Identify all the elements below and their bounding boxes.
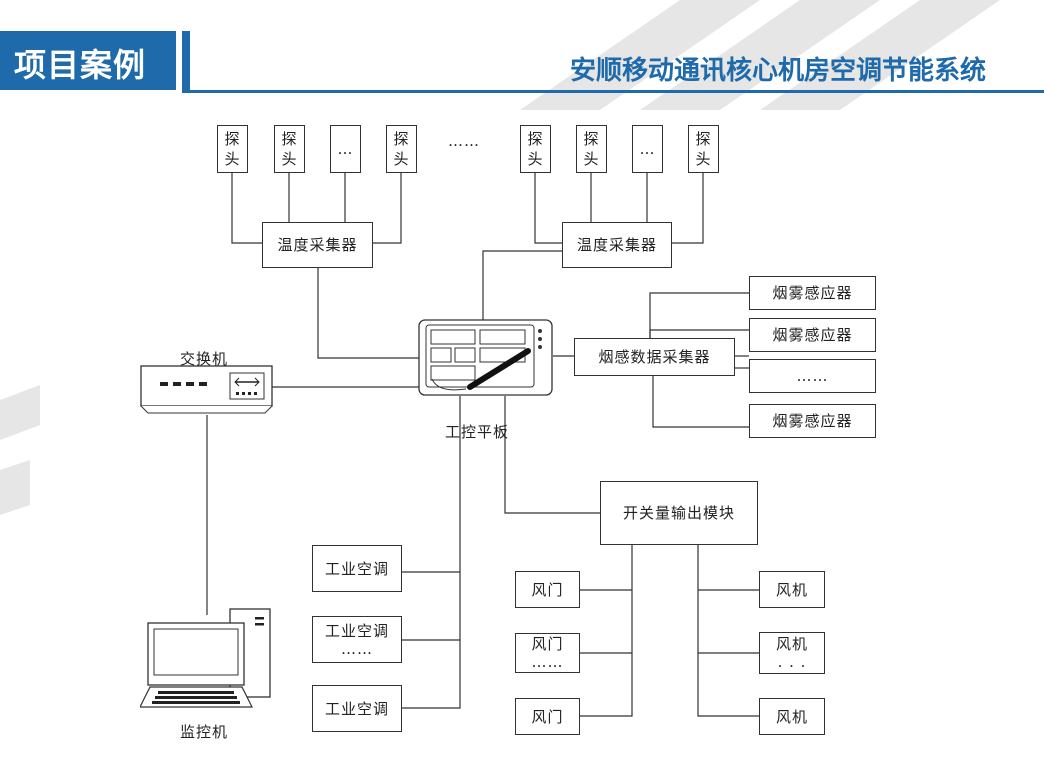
- temperature-probe: 探 头: [576, 125, 607, 173]
- smoke-sensor: 烟雾感应器: [749, 276, 876, 310]
- monitoring-computer-icon: [140, 608, 271, 708]
- industrial-tablet-icon: [418, 319, 553, 396]
- monitor-label: 监控机: [180, 723, 229, 741]
- smoke-sensor: 烟雾感应器: [749, 404, 876, 438]
- switch-label: 交换机: [180, 350, 229, 368]
- damper-more: 风门 ……: [515, 633, 580, 673]
- temperature-probe-more: …: [632, 125, 663, 173]
- tablet-label: 工控平板: [445, 423, 510, 441]
- header-underline: [182, 90, 1044, 93]
- fan-more: 风机 . . .: [759, 632, 825, 674]
- industrial-aircon-more: 工业空调 ……: [312, 616, 402, 663]
- probe-groups-ellipsis: ……: [448, 132, 480, 150]
- left-temperature-collector: 温度采集器: [262, 222, 373, 268]
- temperature-probe: 探 头: [217, 125, 248, 173]
- network-switch-icon: [140, 365, 273, 414]
- temperature-probe: 探 头: [520, 125, 551, 173]
- damper: 风门: [515, 698, 580, 735]
- industrial-aircon: 工业空调: [312, 685, 402, 732]
- fan: 风机: [759, 698, 825, 735]
- industrial-aircon: 工业空调: [312, 545, 402, 592]
- right-temperature-collector: 温度采集器: [562, 222, 672, 268]
- smoke-data-collector: 烟感数据采集器: [574, 338, 735, 376]
- temperature-probe: 探 头: [386, 125, 417, 173]
- header-subtitle: 安顺移动通讯核心机房空调节能系统: [569, 56, 986, 86]
- temperature-probe-more: …: [330, 125, 361, 173]
- temperature-probe: 探 头: [688, 125, 719, 173]
- header-title-block: [0, 31, 176, 90]
- header-accent-strip: [182, 31, 190, 90]
- temperature-probe: 探 头: [274, 125, 305, 173]
- fan: 风机: [759, 571, 825, 608]
- damper: 风门: [515, 571, 580, 608]
- switch-output-module: 开关量输出模块: [600, 481, 758, 545]
- header-title: 项目案例: [14, 46, 147, 84]
- smoke-sensor-more: ……: [749, 359, 876, 393]
- smoke-sensor: 烟雾感应器: [749, 318, 876, 352]
